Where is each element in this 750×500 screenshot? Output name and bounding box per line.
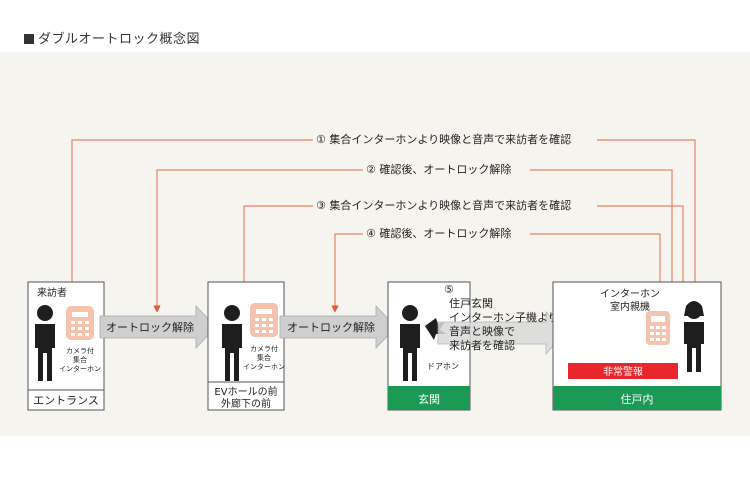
- unit-footer: 住戸内: [621, 392, 654, 406]
- entrance-intercom-icon: [66, 306, 94, 340]
- autolock-arrow-1: オートロック解除: [99, 305, 217, 349]
- step-5-line-4: 来訪者を確認: [449, 338, 515, 352]
- unit-intercom-line-1: インターホン: [600, 288, 660, 300]
- visitor-label: 来訪者: [37, 286, 67, 299]
- square-bullet-icon: [24, 34, 34, 44]
- entrance-intercom-line-1: カメラ付: [66, 346, 94, 355]
- step-4-label-bg: [363, 224, 530, 242]
- alarm-label: 非常警報: [603, 365, 643, 378]
- autolock-arrow-1-label: オートロック解除: [106, 320, 194, 334]
- autolock-arrow-2-label: オートロック解除: [287, 320, 375, 334]
- step-5-text: ⑤ 住戸玄関 インターホン子機より 音声と映像で 来訪者を確認: [444, 283, 559, 352]
- step-5-number: ⑤: [444, 283, 454, 296]
- step-1-label-bg: [313, 130, 597, 148]
- ev-hall-footer-line-1: EVホールの前: [214, 385, 277, 398]
- resident-woman-icon: [684, 301, 704, 372]
- entrance-panel: 来訪者 カメラ付 集合 インターホン エントランス: [27, 281, 105, 411]
- step-3-label-bg: [313, 196, 597, 214]
- ev-hall-intercom-line-1: カメラ付: [250, 344, 278, 353]
- resident-person-icon: [400, 305, 420, 381]
- step-5-line-1: 住戸玄関: [449, 296, 493, 310]
- entrance-intercom-line-2: 集合: [73, 355, 87, 364]
- step-2-label: ② 確認後、オートロック解除: [366, 162, 511, 176]
- unit-intercom-line-2: 室内親機: [610, 300, 650, 313]
- ev-hall-footer-line-2: 外廊下の前: [221, 397, 271, 410]
- step-1-label: ① 集合インターホンより映像と音声で来訪者を確認: [316, 132, 571, 146]
- step-3-label: ③ 集合インターホンより映像と音声で来訪者を確認: [316, 198, 571, 212]
- step-5-line-3: 音声と映像で: [449, 324, 515, 338]
- genkan-footer: 玄関: [418, 392, 440, 406]
- visitor-person-icon: [222, 305, 242, 381]
- ev-hall-intercom-icon: [250, 303, 278, 337]
- ev-hall-intercom-line-3: インターホン: [243, 362, 285, 371]
- visitor-person-icon: [35, 305, 55, 381]
- entrance-intercom-line-3: インターホン: [59, 364, 101, 373]
- step-2-label-bg: [363, 160, 530, 178]
- ev-hall-panel: カメラ付 集合 インターホン EVホールの前 外廊下の前: [207, 281, 285, 411]
- unit-interior-panel: インターホン 室内親機 非常警報 住戸内: [552, 281, 722, 411]
- entrance-footer: エントランス: [33, 394, 99, 407]
- master-intercom-icon: [646, 311, 670, 345]
- autolock-arrow-2: オートロック解除: [279, 305, 397, 349]
- alarm-bar: [568, 363, 678, 379]
- diagram-title: ダブルオートロック概念図: [24, 28, 200, 47]
- step-5-line-2: インターホン子機より: [449, 310, 559, 324]
- ev-hall-intercom-line-2: 集合: [257, 353, 271, 362]
- title-text: ダブルオートロック概念図: [38, 32, 201, 47]
- step-4-label: ④ 確認後、オートロック解除: [366, 226, 511, 240]
- genkan-panel: ドアホン 玄関: [387, 281, 471, 411]
- door-label: ドアホン: [427, 362, 459, 371]
